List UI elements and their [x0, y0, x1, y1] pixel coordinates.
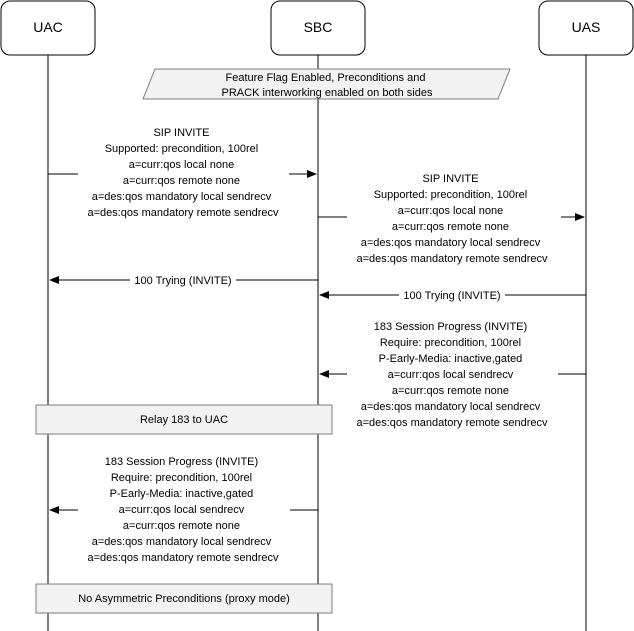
note-no-asymmetric: No Asymmetric Preconditions (proxy mode) — [35, 583, 333, 614]
svg-text:SIP INVITE Supported: pr: SIP INVITE Supported: precondition, 100r… — [87, 127, 279, 219]
message-invite-sbc-to-uas: SIP INVITE Supported: precondition, 100r… — [318, 173, 585, 265]
m5-line-5: a=curr:qos remote none — [392, 385, 509, 397]
svg-text:Feature Flag Enabled, Precondi: Feature Flag Enabled, Preconditions and … — [222, 72, 433, 99]
m6-line-7: a=des:qos mandatory remote sendrecv — [87, 552, 279, 564]
participant-sbc: SBC — [270, 0, 366, 56]
m2-line-3: a=curr:qos local none — [398, 205, 503, 217]
note-no-asymmetric-label: No Asymmetric Preconditions (proxy mode) — [78, 593, 290, 605]
m5-line-1: 183 Session Progress (INVITE) — [374, 321, 527, 333]
note-relay-183: Relay 183 to UAC — [35, 404, 333, 435]
note-feature-flag-line-2: PRACK interworking enabled on both sides — [222, 87, 433, 99]
m4-label: 100 Trying (INVITE) — [403, 290, 500, 302]
m3-label: 100 Trying (INVITE) — [134, 275, 231, 287]
m5-line-7: a=des:qos mandatory remote sendrecv — [356, 417, 548, 429]
m5-line-2: Require: precondition, 100rel — [380, 337, 521, 349]
m2-line-2: Supported: precondition, 100rel — [374, 189, 528, 201]
m1-line-5: a=des:qos mandatory local sendrecv — [92, 191, 272, 203]
note-feature-flag: Feature Flag Enabled, Preconditions and … — [142, 68, 511, 100]
message-183-uas-to-sbc: 183 Session Progress (INVITE) Require: p… — [319, 321, 586, 429]
message-invite-uac-to-sbc: SIP INVITE Supported: precondition, 100r… — [48, 127, 317, 219]
m6-line-4: a=curr:qos local sendrecv — [119, 504, 245, 516]
note-feature-flag-line-1: Feature Flag Enabled, Preconditions and — [225, 72, 425, 84]
message-trying-sbc-to-uac: 100 Trying (INVITE) — [49, 275, 318, 287]
participant-sbc-label: SBC — [304, 19, 333, 35]
m5-line-6: a=des:qos mandatory local sendrecv — [361, 401, 541, 413]
m1-line-1: SIP INVITE — [153, 127, 209, 139]
note-relay-183-label: Relay 183 to UAC — [140, 414, 228, 426]
m2-line-6: a=des:qos mandatory remote sendrecv — [356, 253, 548, 265]
m5-line-3: P-Early-Media: inactive,gated — [379, 353, 523, 365]
message-trying-uas-to-sbc: 100 Trying (INVITE) — [319, 290, 586, 302]
m1-line-3: a=curr:qos local none — [129, 159, 234, 171]
participant-uas: UAS — [538, 0, 634, 56]
m5-line-4: a=curr:qos local sendrecv — [388, 369, 514, 381]
participant-uas-label: UAS — [572, 19, 601, 35]
m6-line-2: Require: precondition, 100rel — [111, 472, 252, 484]
m6-line-5: a=curr:qos remote none — [123, 520, 240, 532]
m6-line-3: P-Early-Media: inactive,gated — [110, 488, 254, 500]
m2-line-5: a=des:qos mandatory local sendrecv — [361, 237, 541, 249]
participant-uac: UAC — [0, 0, 96, 56]
m2-line-4: a=curr:qos remote none — [392, 221, 509, 233]
message-183-sbc-to-uac: 183 Session Progress (INVITE) Require: p… — [49, 456, 318, 564]
svg-text:183 Session Progress (INVITE): 183 Session Progress (INVITE) Require: p… — [356, 321, 548, 429]
m6-line-6: a=des:qos mandatory local sendrecv — [92, 536, 272, 548]
participant-uac-label: UAC — [33, 19, 63, 35]
m2-line-1: SIP INVITE — [422, 173, 478, 185]
svg-text:183 Session Progress (INVITE): 183 Session Progress (INVITE) Require: p… — [87, 456, 279, 564]
svg-text:SIP INVITE Supported: pr: SIP INVITE Supported: precondition, 100r… — [356, 173, 548, 265]
m1-line-2: Supported: precondition, 100rel — [105, 143, 259, 155]
m1-line-4: a=curr:qos remote none — [123, 175, 240, 187]
m6-line-1: 183 Session Progress (INVITE) — [105, 456, 258, 468]
m1-line-6: a=des:qos mandatory remote sendrecv — [87, 207, 279, 219]
